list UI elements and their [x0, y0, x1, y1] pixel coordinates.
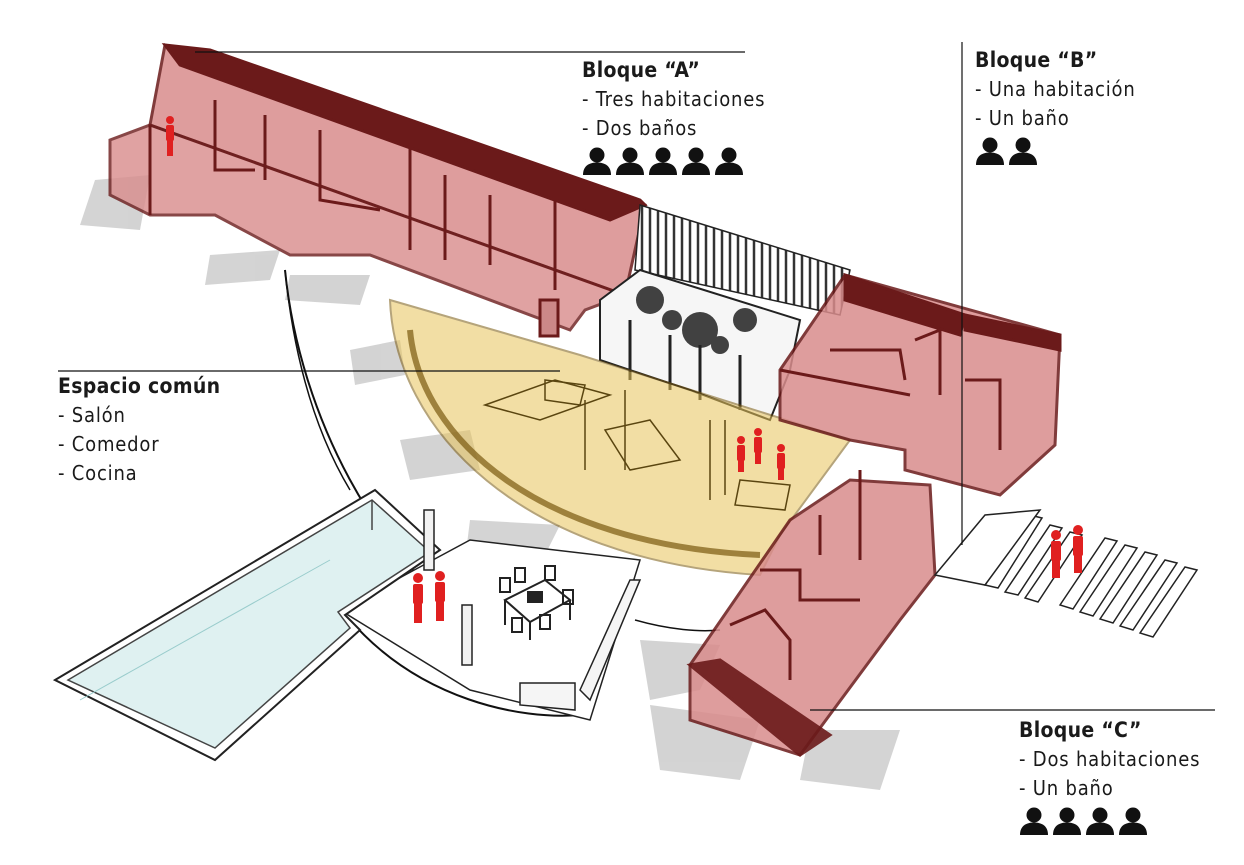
label-item: - Un baño — [975, 106, 1070, 130]
person-icon — [616, 147, 644, 175]
outdoor-dining-table — [499, 565, 574, 640]
person-icon — [1086, 807, 1114, 835]
label-title: Bloque “A” — [582, 58, 701, 82]
occupants-icons — [975, 137, 1136, 165]
person-icon — [682, 147, 710, 175]
person-icon — [649, 147, 677, 175]
outdoor-bench — [519, 682, 576, 711]
pool — [52, 488, 442, 762]
label-title: Bloque “B” — [975, 48, 1098, 72]
label-item: - Dos habitaciones — [1019, 747, 1201, 771]
label-bloque-a: Bloque “A” - Tres habitaciones - Dos bañ… — [582, 56, 765, 175]
label-bloque-c: Bloque “C” - Dos habitaciones - Un baño — [1019, 716, 1200, 835]
label-item: - Una habitación — [975, 77, 1136, 101]
label-item: - Tres habitaciones — [582, 87, 766, 111]
occupants-icons — [582, 147, 765, 175]
occupants-icons — [1019, 807, 1200, 835]
label-item: - Salón — [58, 403, 126, 427]
terrace-columns — [423, 509, 473, 666]
leader-lines — [58, 42, 1215, 711]
person-icon — [976, 137, 1004, 165]
label-title: Bloque “C” — [1019, 718, 1142, 742]
person-icon — [1020, 807, 1048, 835]
label-item: - Cocina — [58, 461, 138, 485]
block-c — [686, 470, 937, 757]
stepping-stones — [983, 514, 1199, 638]
label-title: Espacio común — [58, 374, 221, 398]
block-a — [108, 43, 648, 338]
label-bloque-b: Bloque “B” - Una habitación - Un baño — [975, 46, 1136, 165]
label-espacio-comun: Espacio común - Salón - Comedor - Cocina — [58, 372, 220, 488]
person-icon — [1009, 137, 1037, 165]
label-item: - Comedor — [58, 432, 160, 456]
people-figures — [166, 116, 1083, 623]
label-item: - Dos baños — [582, 116, 698, 140]
block-b — [778, 272, 1062, 497]
common-space — [388, 298, 852, 577]
outdoor-counter — [579, 579, 642, 702]
person-icon — [583, 147, 611, 175]
label-item: - Un baño — [1019, 776, 1114, 800]
person-icon — [1119, 807, 1147, 835]
person-icon — [715, 147, 743, 175]
entry-path — [933, 509, 1042, 586]
person-icon — [1053, 807, 1081, 835]
